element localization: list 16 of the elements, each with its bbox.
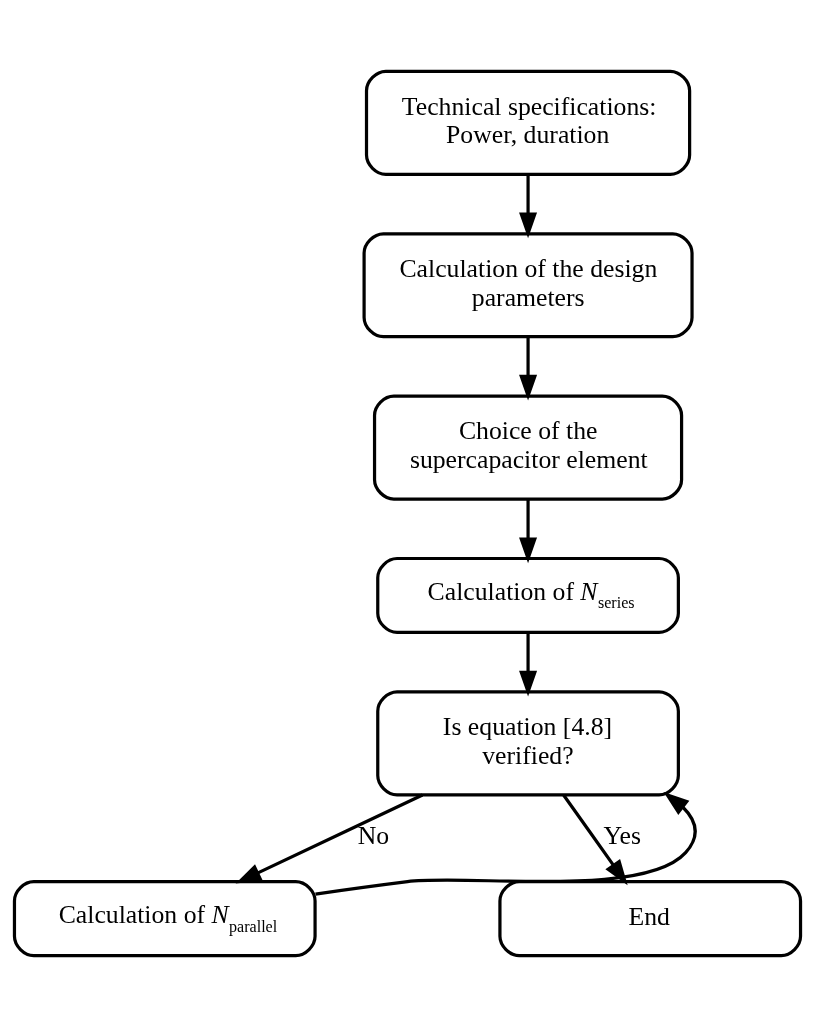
edge-label: No — [357, 821, 390, 851]
node-box: Calculation of N$_{series}$ — [376, 556, 680, 635]
arrow — [519, 632, 538, 697]
edge-label: Yes — [603, 821, 642, 851]
node-box: Choice of the supercapacitor element — [372, 394, 684, 501]
node-box: Technical specifications: Power, duration — [364, 69, 692, 176]
node-box: Calculation of the design parameters — [362, 232, 694, 339]
arrow — [519, 499, 538, 564]
node-box: End — [498, 880, 803, 958]
arrow — [562, 794, 628, 886]
arrow — [235, 793, 424, 884]
arrow — [519, 336, 538, 401]
arrow — [519, 174, 538, 239]
arrow — [315, 792, 697, 896]
node-box: Calculation of N$_{parallel}$ — [12, 880, 317, 958]
node-box: Is equation [4.8] verified? — [376, 690, 680, 797]
